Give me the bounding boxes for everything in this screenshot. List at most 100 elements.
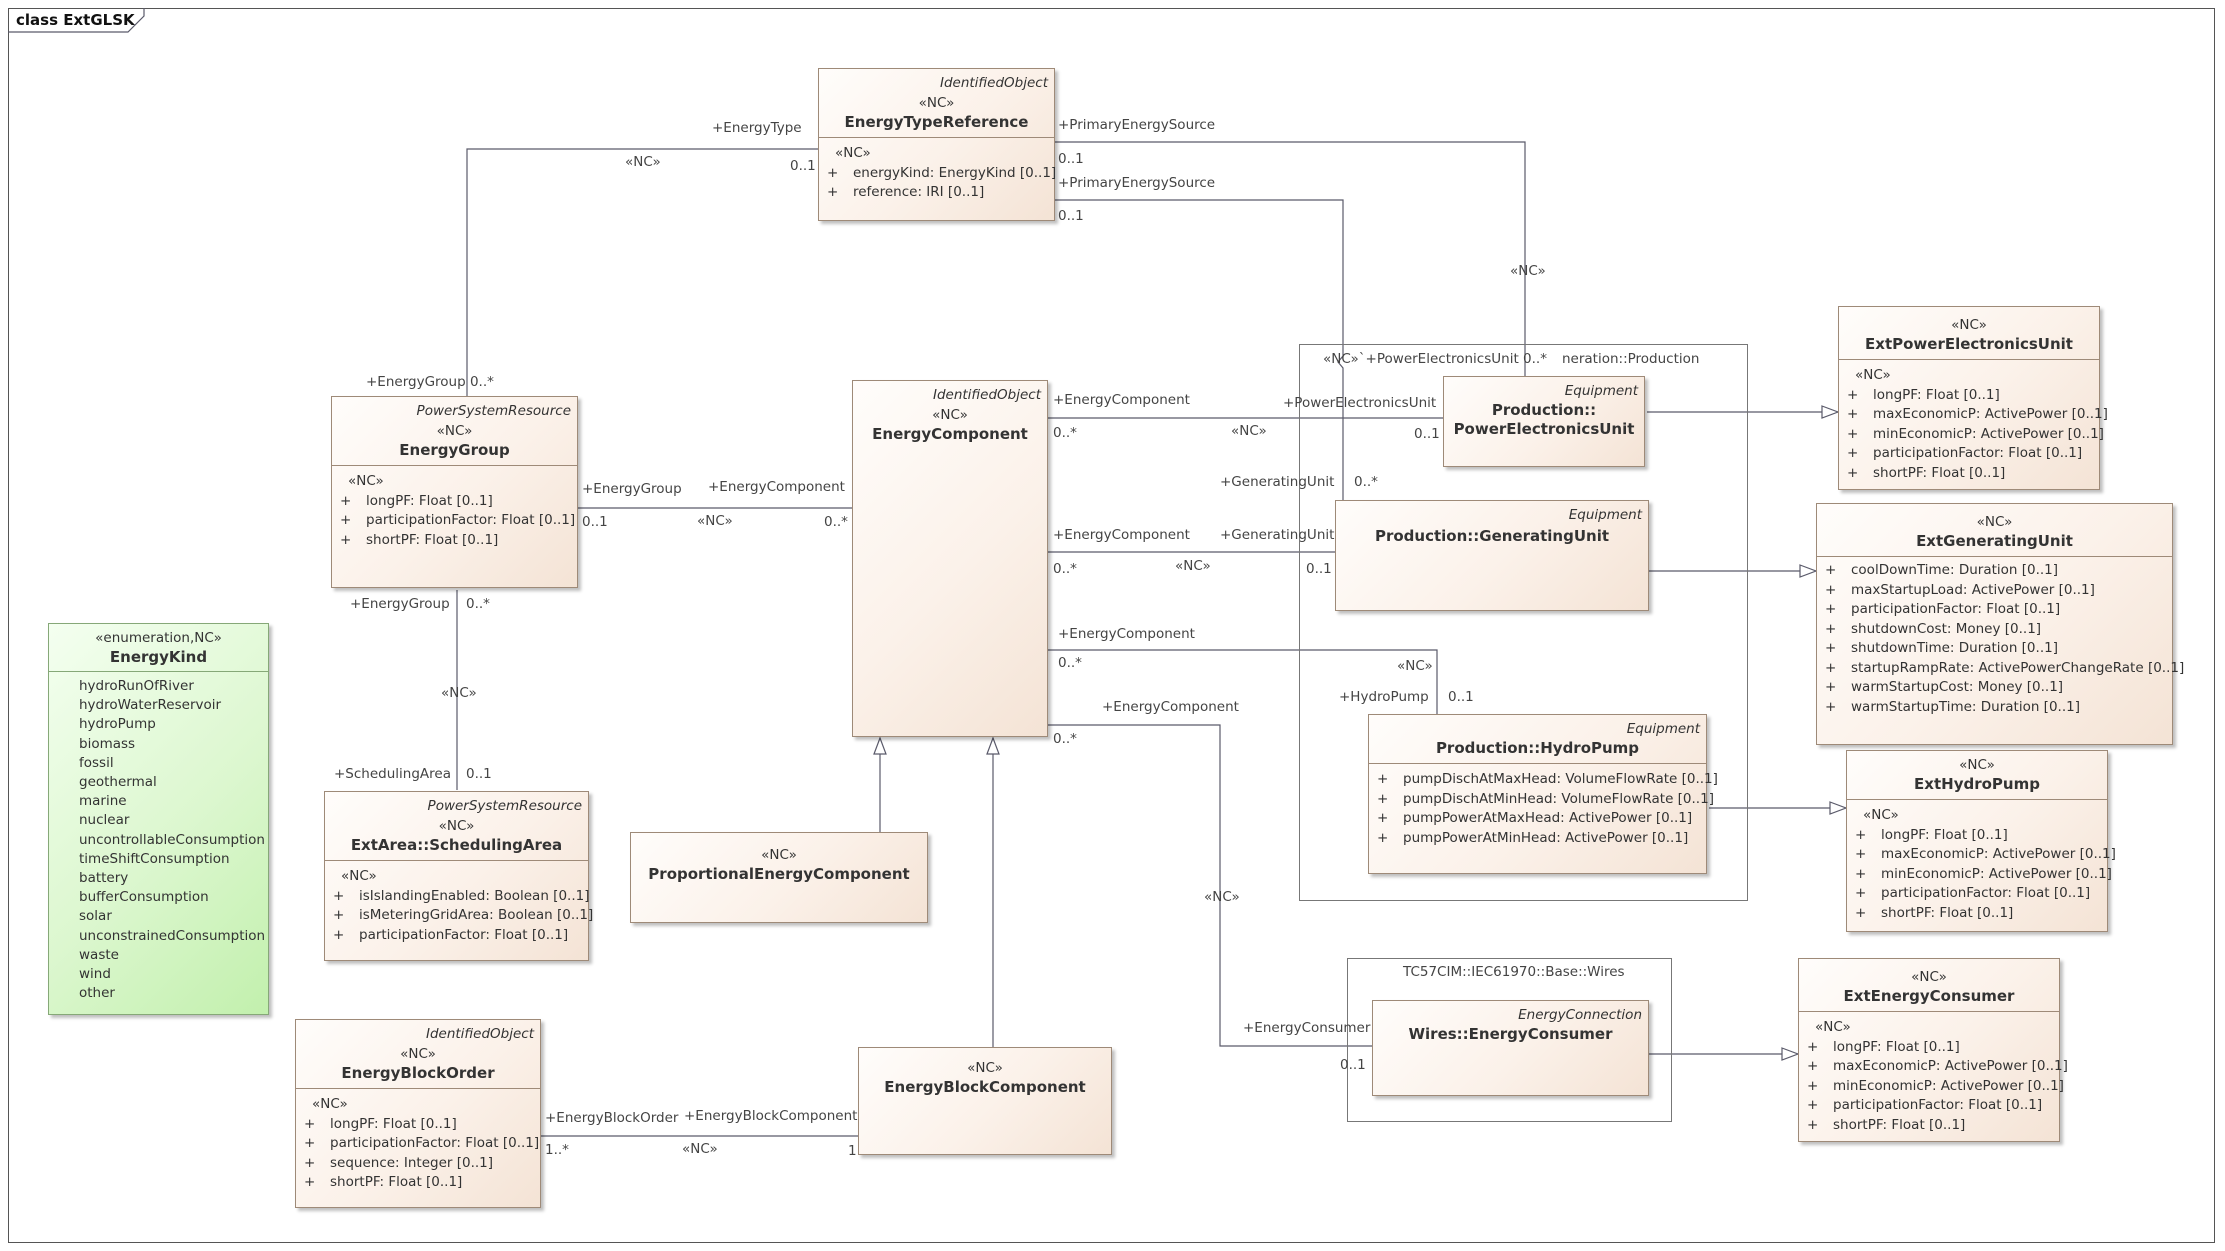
class-energy-component[interactable]: IdentifiedObject «NC» EnergyComponent: [852, 380, 1048, 737]
attribute: +sequence: Integer [0..1]: [304, 1154, 494, 1171]
role-energy-group: +EnergyGroup: [582, 481, 682, 497]
mult-1-n: 1..*: [545, 1142, 569, 1158]
parent-label: IdentifiedObject: [932, 387, 1041, 403]
class-ext-generating-unit[interactable]: «NC» ExtGeneratingUnit +coolDownTime: Du…: [1816, 503, 2185, 745]
class-energy-type-reference[interactable]: IdentifiedObject «NC» EnergyTypeReferenc…: [818, 68, 1057, 221]
stereotype: «NC»: [1976, 514, 2013, 530]
attribute: +minEconomicP: ActivePower [0..1]: [1847, 425, 2104, 442]
class-name: EnergyBlockComponent: [884, 1078, 1086, 1096]
class-generating-unit[interactable]: Equipment Production::GeneratingUnit: [1335, 500, 1649, 611]
stereotype: «NC»: [436, 423, 473, 439]
enum-literal: solar: [79, 908, 112, 925]
attribute: +longPF: Float [0..1]: [304, 1115, 457, 1132]
role-energy-component: +EnergyComponent: [1058, 626, 1195, 642]
assoc-ec-consumer: [1048, 724, 1372, 1047]
role-energy-consumer: +EnergyConsumer: [1243, 1020, 1371, 1036]
attribute: +participationFactor: Float [0..1]: [1847, 445, 2083, 461]
stereo-nc: «NC»: [441, 685, 477, 701]
parent-label: Equipment: [1626, 721, 1700, 737]
enum-energy-kind[interactable]: «enumeration,NC» EnergyKind hydroRunOfRi…: [48, 623, 269, 1015]
stereo-nc: «NC»: [697, 513, 733, 529]
enum-literal: battery: [79, 870, 129, 887]
enum-literal: nuclear: [79, 812, 130, 829]
attr-stereotype: «NC»: [1815, 1019, 1851, 1035]
role-scheduling-area: +SchedulingArea: [334, 766, 451, 782]
attribute: +shutdownCost: Money [0..1]: [1825, 620, 2042, 637]
class-name: EnergyTypeReference: [844, 113, 1029, 131]
attribute: +shutdownTime: Duration [0..1]: [1825, 640, 2058, 656]
enum-literal: geothermal: [79, 774, 157, 791]
parent-label: PowerSystemResource: [416, 403, 571, 419]
package-production-label: neration::Production: [1562, 351, 1700, 367]
attribute: +participationFactor: Float [0..1]: [304, 1135, 540, 1151]
stereotype: «NC»: [932, 407, 968, 423]
attribute: +participationFactor: Float [0..1]: [1825, 601, 2061, 617]
class-proportional-energy-component[interactable]: «NC» ProportionalEnergyComponent: [630, 832, 928, 923]
mult-0-1: 0..1: [1306, 561, 1332, 577]
role-energy-block-component: +EnergyBlockComponent: [684, 1108, 858, 1124]
class-name: Wires::EnergyConsumer: [1408, 1025, 1613, 1043]
role-energy-component: +EnergyComponent: [1053, 527, 1190, 543]
class-name: Production::GeneratingUnit: [1374, 527, 1610, 545]
attribute: +shortPF: Float [0..1]: [1855, 904, 2014, 921]
class-energy-consumer[interactable]: EnergyConnection Wires::EnergyConsumer: [1372, 1000, 1649, 1096]
class-name: ProportionalEnergyComponent: [648, 865, 910, 883]
attribute: +pumpPowerAtMaxHead: ActivePower [0..1]: [1377, 810, 1693, 826]
attribute: +participationFactor: Float [0..1]: [340, 512, 576, 528]
stereo-nc: «NC»: [625, 154, 661, 170]
attribute: +longPF: Float [0..1]: [1847, 386, 2000, 403]
parent-label: Equipment: [1568, 507, 1642, 523]
enum-literal: unconstrainedConsumption: [79, 927, 266, 944]
enum-literal: bufferConsumption: [79, 889, 209, 906]
class-name: EnergyGroup: [399, 441, 510, 459]
enum-literal: fossil: [79, 754, 114, 771]
frame-tab-outline: [8, 8, 145, 33]
assoc-primaryenergysource-peu: [1055, 141, 1526, 376]
attribute: +reference: IRI [0..1]: [827, 184, 985, 200]
class-hydro-pump[interactable]: Equipment Production::HydroPump +pumpDis…: [1368, 714, 1718, 874]
class-ext-energy-consumer[interactable]: «NC» ExtEnergyConsumer «NC» +longPF: Flo…: [1798, 958, 2068, 1142]
mult-0-n: 0..*: [1354, 474, 1378, 490]
class-name: EnergyKind: [109, 648, 208, 666]
class-name: ExtHydroPump: [1914, 775, 2040, 793]
parent-label: EnergyConnection: [1518, 1007, 1642, 1023]
class-ext-power-electronics-unit[interactable]: «NC» ExtPowerElectronicsUnit «NC» +longP…: [1838, 306, 2108, 490]
enum-literal: other: [79, 985, 115, 1002]
enum-literal: wind: [79, 966, 111, 983]
attribute: +shortPF: Float [0..1]: [304, 1174, 463, 1190]
assoc-energygroup-energytype: [466, 148, 818, 396]
class-name: EnergyBlockOrder: [341, 1064, 495, 1082]
role-primary-energy-source: +PrimaryEnergySource: [1058, 175, 1216, 191]
attribute: +energyKind: EnergyKind [0..1]: [827, 164, 1057, 181]
role-generating-unit: +GeneratingUnit: [1220, 527, 1335, 543]
attribute: +participationFactor: Float [0..1]: [1855, 885, 2091, 901]
attr-stereotype: «NC»: [1855, 367, 1891, 383]
class-power-electronics-unit[interactable]: Equipment Production:: PowerElectronicsU…: [1443, 376, 1645, 467]
stereotype: «NC»: [438, 818, 475, 834]
class-energy-group[interactable]: PowerSystemResource «NC» EnergyGroup «NC…: [331, 396, 578, 588]
attribute: +startupRampRate: ActivePowerChangeRate …: [1825, 659, 2185, 676]
class-scheduling-area[interactable]: PowerSystemResource «NC» ExtArea::Schedu…: [324, 791, 594, 961]
role-energy-block-order: +EnergyBlockOrder: [545, 1110, 679, 1126]
mult-0-1: 0..1: [1414, 426, 1440, 442]
stereotype: «NC»: [967, 1060, 1003, 1076]
attribute: +maxEconomicP: ActivePower [0..1]: [1807, 1058, 2068, 1074]
stereotype: «NC»: [1911, 969, 1947, 985]
class-energy-block-order[interactable]: IdentifiedObject «NC» EnergyBlockOrder «…: [295, 1019, 541, 1208]
role-energy-component: +EnergyComponent: [1053, 392, 1190, 408]
attribute: +minEconomicP: ActivePower [0..1]: [1855, 865, 2112, 882]
enum-literal: hydroWaterReservoir: [79, 697, 222, 714]
class-ext-hydro-pump[interactable]: «NC» ExtHydroPump «NC» +longPF: Float [0…: [1846, 750, 2116, 932]
mult-0-1: 0..1: [466, 766, 492, 782]
attribute: +pumpDischAtMinHead: VolumeFlowRate [0..…: [1377, 790, 1714, 807]
attribute: +participationFactor: Float [0..1]: [1807, 1097, 2043, 1113]
mult-1: 1: [848, 1143, 857, 1159]
attribute: +longPF: Float [0..1]: [1855, 826, 2008, 843]
attribute: +isMeteringGridArea: Boolean [0..1]: [333, 907, 594, 923]
assoc-primaryenergysource-gu: [1055, 199, 1344, 500]
mult-0-1: 0..1: [1340, 1057, 1366, 1073]
diagram-frame: [8, 8, 2215, 1243]
attr-stereotype: «NC»: [348, 473, 384, 489]
class-energy-block-component[interactable]: «NC» EnergyBlockComponent: [858, 1047, 1112, 1155]
stereo-nc: «NC»: [1175, 558, 1211, 574]
